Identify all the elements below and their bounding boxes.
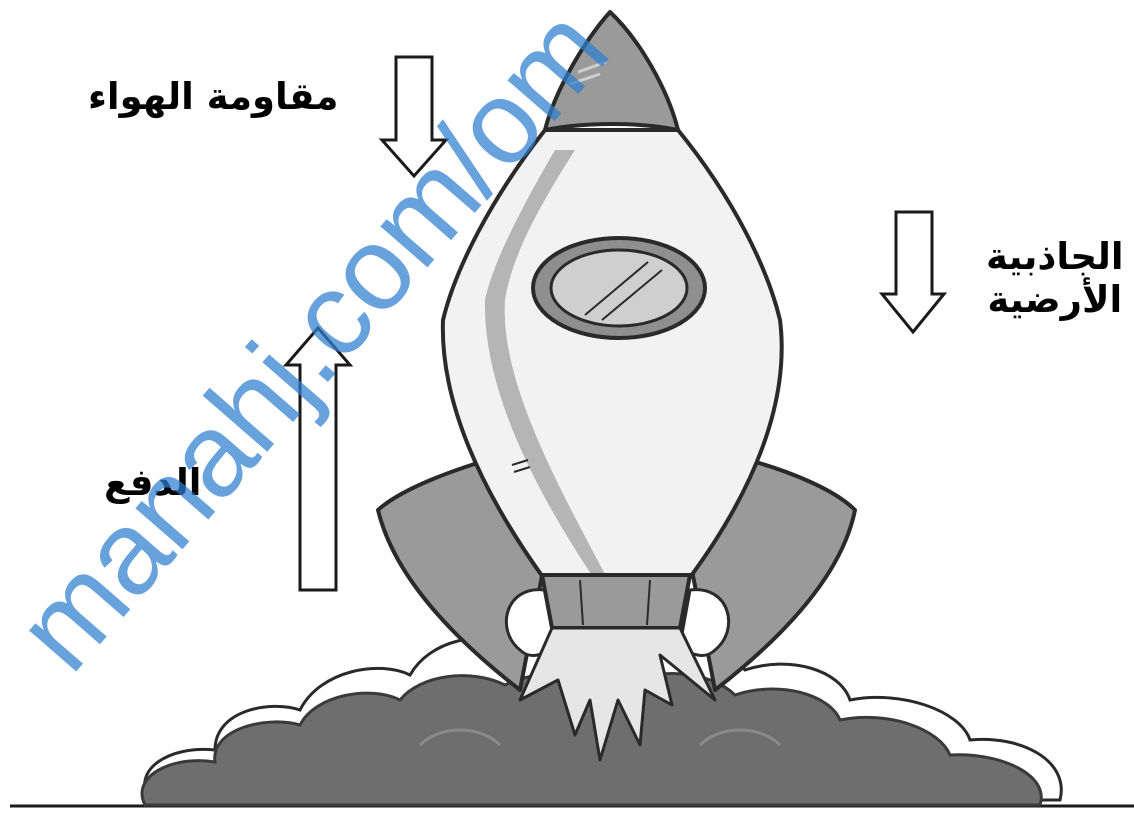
window-glass [551, 250, 687, 326]
label-air-resistance: مقاومة الهواء [88, 76, 338, 119]
label-gravity: الجاذبية الأرضية [986, 236, 1124, 321]
gravity-arrow [882, 212, 944, 332]
label-gravity-line2: الأرضية [986, 279, 1124, 322]
engine-nozzle [542, 575, 690, 628]
label-gravity-line1: الجاذبية [986, 236, 1124, 279]
